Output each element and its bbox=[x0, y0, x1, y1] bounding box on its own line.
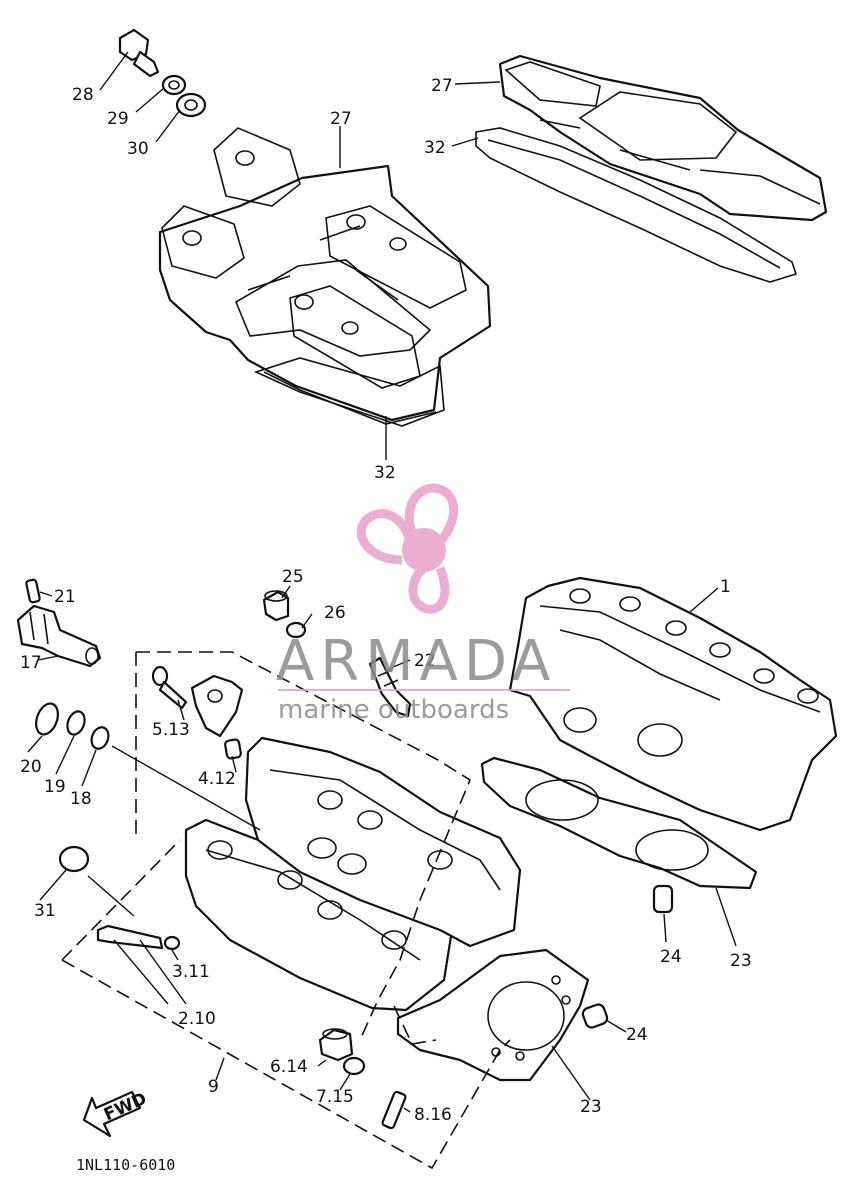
watermark-brand: ARMADA bbox=[276, 629, 556, 694]
cylinder-head-cover-rear bbox=[158, 127, 492, 425]
callout-27-front: 27 bbox=[431, 76, 453, 96]
callout-8-16: 8.16 bbox=[414, 1105, 452, 1125]
cylinder-head-cover-front bbox=[498, 54, 828, 222]
callout-30: 30 bbox=[127, 139, 149, 159]
washer-7-15 bbox=[342, 1056, 366, 1076]
pin-21 bbox=[25, 578, 41, 604]
callout-2-10: 2.10 bbox=[178, 1009, 216, 1029]
callout-25: 25 bbox=[282, 567, 304, 587]
assembly-bracket-upper bbox=[135, 651, 471, 1041]
plug-31 bbox=[58, 845, 90, 873]
callout-6-14: 6.14 bbox=[270, 1057, 308, 1077]
callout-labels: 28 29 30 27 27 32 32 21 17 25 26 22 1 5.… bbox=[20, 76, 752, 1125]
cam-cap-5-13 bbox=[190, 674, 244, 738]
watermark-tagline: marine outboards bbox=[278, 695, 509, 725]
drawing-code: 1NL110-6010 bbox=[76, 1156, 175, 1174]
armada-watermark: ARMADA marine outboards bbox=[276, 483, 570, 725]
cap-6-14 bbox=[318, 1028, 354, 1062]
valve-seal-3-11 bbox=[163, 935, 181, 951]
head-gasket-lower bbox=[396, 948, 590, 1082]
o-ring-18 bbox=[90, 726, 110, 750]
assembly-bracket-lower bbox=[61, 839, 511, 1170]
forward-direction-arrow: FWD bbox=[82, 1089, 150, 1138]
callout-32-front: 32 bbox=[424, 138, 446, 158]
leader-lines bbox=[27, 51, 737, 1113]
callout-4-12: 4.12 bbox=[198, 769, 236, 789]
o-ring-19 bbox=[66, 710, 86, 736]
pin-8-16 bbox=[381, 1090, 407, 1130]
o-ring-20 bbox=[35, 702, 59, 736]
dowel-24-upper bbox=[652, 884, 674, 914]
callout-23-upper: 23 bbox=[730, 951, 752, 971]
callout-7-15: 7.15 bbox=[316, 1087, 354, 1107]
callout-26: 26 bbox=[324, 603, 346, 623]
callout-21: 21 bbox=[54, 587, 76, 607]
valve-2-10 bbox=[96, 924, 164, 950]
callout-19: 19 bbox=[44, 777, 66, 797]
propeller-logo-icon bbox=[356, 483, 459, 614]
spark-plug-22 bbox=[368, 656, 412, 718]
callout-27-rear: 27 bbox=[330, 109, 352, 129]
bolt-28 bbox=[118, 28, 160, 78]
callout-20: 20 bbox=[20, 757, 42, 777]
cylinder-head-rear bbox=[184, 736, 522, 1012]
callout-23-lower: 23 bbox=[580, 1097, 602, 1117]
callout-24-lower: 24 bbox=[626, 1025, 648, 1045]
cap-25 bbox=[262, 590, 290, 622]
callout-29: 29 bbox=[107, 109, 129, 129]
callout-24-upper: 24 bbox=[660, 947, 682, 967]
head-gasket-upper bbox=[480, 756, 758, 890]
washer-26 bbox=[285, 621, 307, 639]
fitting-17 bbox=[16, 604, 102, 668]
callout-18: 18 bbox=[70, 789, 92, 809]
callout-5-13: 5.13 bbox=[152, 720, 190, 740]
grommet-30 bbox=[175, 92, 207, 118]
dowel-4-12 bbox=[224, 738, 242, 760]
callout-3-11: 3.11 bbox=[172, 962, 210, 982]
callout-31: 31 bbox=[34, 901, 56, 921]
callout-28: 28 bbox=[72, 85, 94, 105]
callout-22: 22 bbox=[414, 651, 436, 671]
callout-1: 1 bbox=[720, 577, 731, 597]
cover-gasket-rear bbox=[253, 357, 445, 427]
cover-gasket-front bbox=[475, 127, 798, 283]
callout-32-rear: 32 bbox=[374, 463, 396, 483]
callout-17: 17 bbox=[20, 653, 42, 673]
dowel-24-lower bbox=[581, 1003, 609, 1029]
washer-29 bbox=[161, 74, 187, 96]
cylinder-head-front bbox=[508, 576, 838, 832]
callout-9: 9 bbox=[208, 1077, 219, 1097]
bolt-5-13 bbox=[151, 665, 188, 710]
